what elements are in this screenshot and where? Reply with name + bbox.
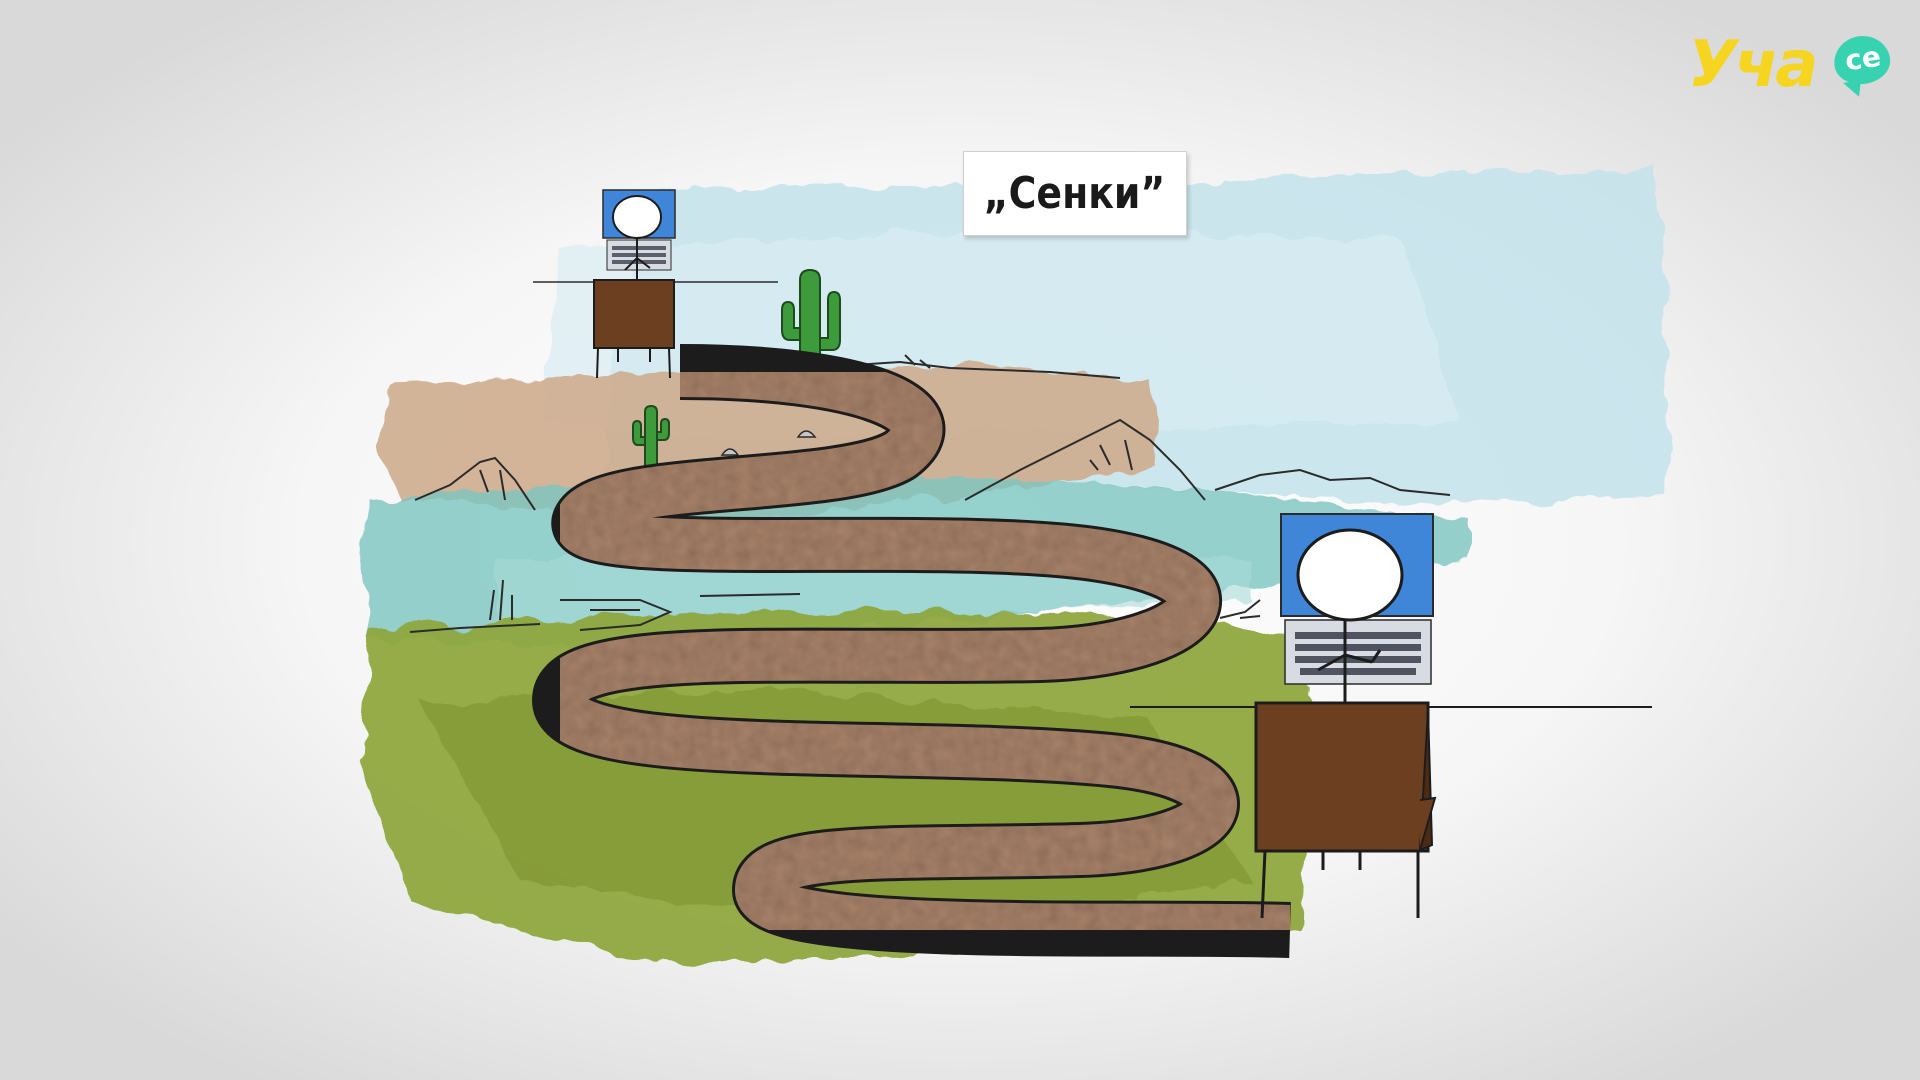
mountain-left-detail — [479, 469, 506, 501]
large-person-body — [1317, 620, 1382, 705]
rock-2 — [796, 430, 817, 438]
mountain-left — [414, 456, 536, 511]
logo-suffix: се — [1843, 39, 1883, 78]
rock-1 — [720, 448, 740, 456]
brand-logo: Уча се — [1688, 28, 1894, 106]
rocks — [720, 430, 817, 456]
small-person-head — [612, 195, 662, 239]
ridge-line-top — [854, 360, 1121, 379]
road-surface — [535, 347, 1291, 955]
large-desk-legs — [1260, 850, 1420, 919]
small-desk-scene — [533, 189, 778, 379]
mountain-right-detail — [1089, 439, 1133, 471]
winding-road — [532, 344, 1291, 958]
large-person-head — [1296, 528, 1404, 622]
mountain-far-right — [1214, 468, 1451, 496]
caption-text: „Сенки” — [984, 168, 1166, 219]
small-desk — [593, 279, 675, 349]
large-desk-scene — [1130, 513, 1652, 919]
mountain-right — [964, 418, 1206, 501]
ripples-right — [1219, 599, 1261, 619]
reeds-left — [489, 579, 513, 621]
ridge-line-bump — [904, 354, 931, 369]
small-desk-legs — [596, 347, 671, 379]
cactus-large — [781, 268, 841, 374]
large-desk-chair-back — [1419, 796, 1437, 851]
caption-box: „Сенки” — [963, 151, 1187, 236]
small-keyboard-keys — [612, 246, 666, 264]
cactus-small — [632, 404, 670, 471]
ripples-left — [409, 593, 801, 633]
logo-wordmark: Уча — [1688, 28, 1818, 102]
large-desk — [1254, 701, 1430, 853]
small-person-body — [624, 238, 651, 280]
